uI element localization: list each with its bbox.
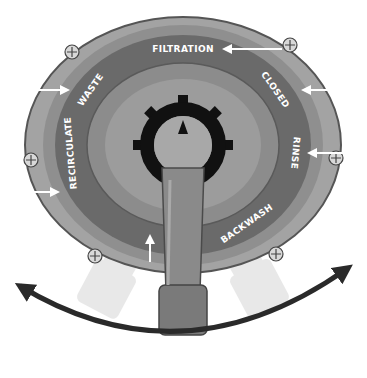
dial-label: RINSE [289,136,301,169]
handle [159,168,207,335]
dial-label: RECIRCULATE [63,116,78,189]
dial-label: FILTRATION [152,45,214,54]
dial-label: WASTE [77,72,106,108]
dial-label: CLOSED [259,70,291,110]
dial-label: BACKWASH [219,203,274,245]
rotation-arrow [20,268,348,331]
